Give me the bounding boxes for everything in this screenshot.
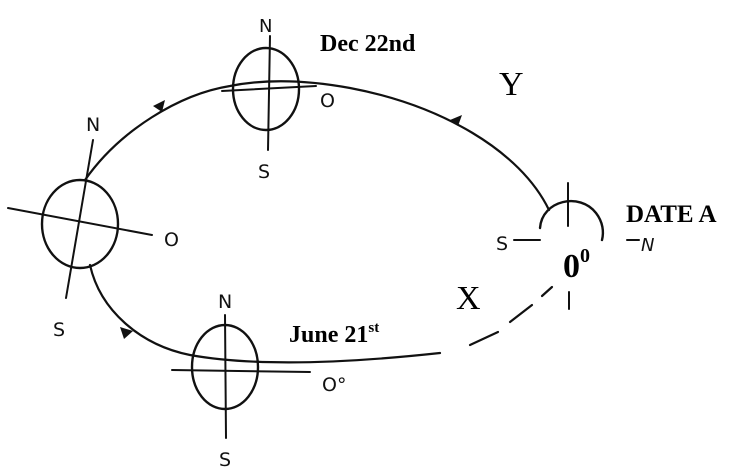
south-label: S: [219, 449, 231, 468]
label-june-21st-superscript: st: [368, 320, 379, 336]
label-date-a: DATE A: [626, 201, 717, 228]
arrow-head-top-left-arc: [153, 100, 165, 112]
earth-june-21st: N S O°: [171, 291, 346, 468]
earth-dec-22nd: N S O: [221, 16, 335, 183]
equator-label: O: [164, 229, 179, 251]
south-label: S: [53, 319, 65, 341]
north-label: N: [259, 16, 272, 37]
earth-date-a: S N: [496, 182, 654, 310]
north-label: N: [86, 114, 100, 136]
orbit-dashed-segment-2: [508, 303, 534, 324]
label-dec-22nd: Dec 22nd: [320, 31, 416, 57]
earth-axis: [65, 139, 94, 299]
north-label: N: [641, 235, 654, 256]
label-zero-superscript: 0: [580, 245, 590, 267]
earth-axis: [267, 35, 271, 151]
equator-label: O°: [322, 374, 346, 396]
earth-outline: [40, 178, 120, 270]
earth-outline-partial: [538, 199, 605, 242]
earth-outline: [231, 46, 301, 132]
earth-equator: [7, 207, 153, 236]
north-label: N: [218, 291, 232, 313]
label-june-21st-base: June 21: [289, 322, 368, 348]
orbit-dashed-segment-3: [540, 285, 554, 298]
arrow-head-left-lower-arc: [120, 327, 133, 339]
earth-axis: [224, 314, 227, 439]
earth-left: N S O: [7, 114, 179, 341]
label-june-21st: June 21st: [289, 320, 379, 348]
south-label: S: [496, 233, 508, 255]
earth-equator: [171, 369, 311, 373]
orbit-dashed-segment-1: [468, 330, 500, 347]
label-zero-degrees: 00: [563, 245, 590, 285]
label-x: X: [456, 280, 481, 317]
label-zero-base: 0: [563, 248, 580, 285]
equator-label: O: [320, 90, 335, 112]
earth-equator: [221, 85, 317, 92]
south-label: S: [258, 161, 270, 183]
orbit-lower-arc: [88, 263, 442, 364]
label-y: Y: [499, 66, 524, 103]
orbit-upper-arc: [83, 80, 551, 212]
arrow-head-right-arc: [450, 115, 462, 126]
